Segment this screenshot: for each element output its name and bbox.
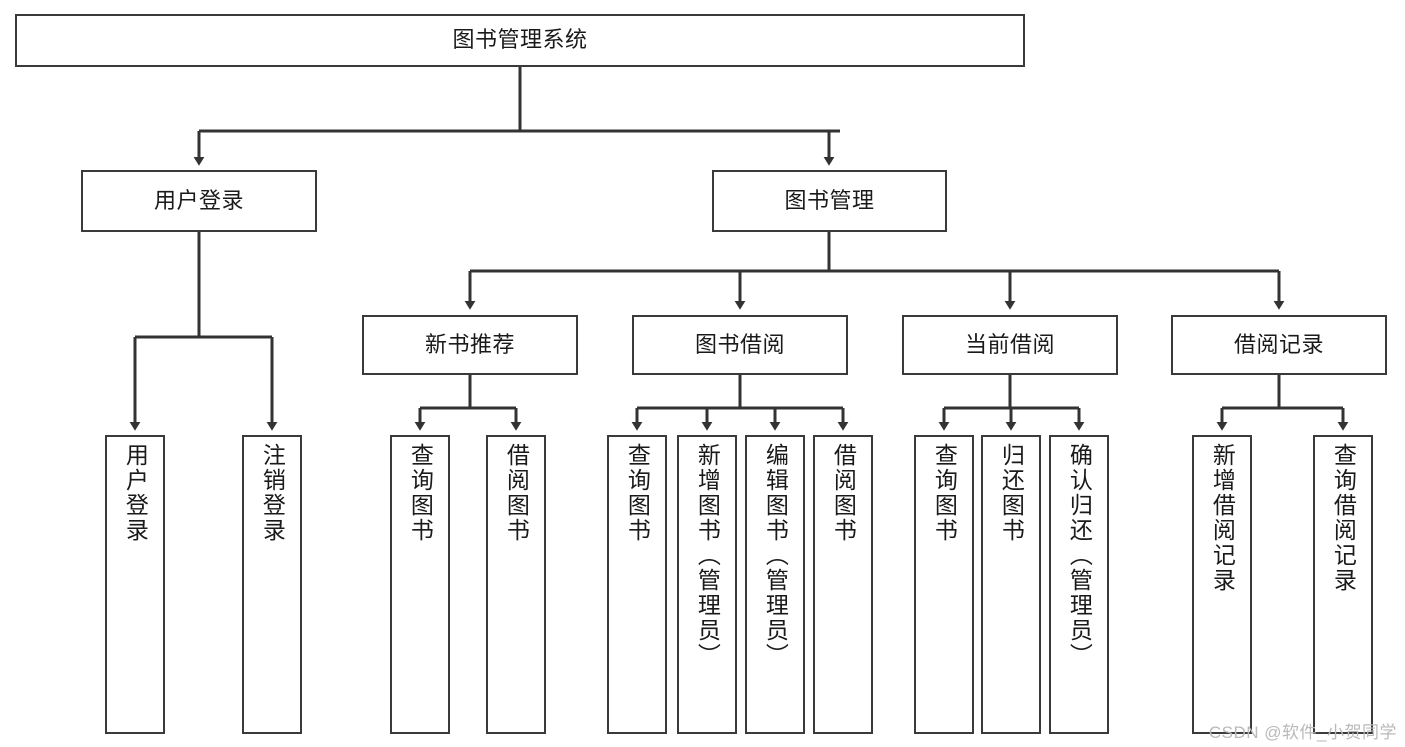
node-label: 查询图书 xyxy=(407,443,434,543)
node-label: 新增借阅记录 xyxy=(1209,443,1236,593)
node-label: 新书推荐 xyxy=(424,331,515,357)
node-label: 注销登录 xyxy=(259,443,286,543)
node-label: 新增图书（管理员） xyxy=(694,443,721,668)
node-leaf-new-book-query[interactable]: 查询图书 xyxy=(390,435,450,734)
node-label: 查询图书 xyxy=(624,443,651,543)
node-leaf-records-query[interactable]: 查询借阅记录 xyxy=(1313,435,1373,734)
node-root-book-management-system[interactable]: 图书管理系统 xyxy=(15,14,1025,67)
node-label: 图书管理系统 xyxy=(452,27,588,53)
node-label: 图书管理 xyxy=(784,187,875,213)
node-label: 归还图书 xyxy=(998,443,1025,543)
node-leaf-book-borrow-borrow[interactable]: 借阅图书 xyxy=(813,435,873,734)
node-leaf-records-add[interactable]: 新增借阅记录 xyxy=(1192,435,1252,734)
node-label: 确认归还（管理员） xyxy=(1066,443,1093,668)
node-leaf-new-book-borrow[interactable]: 借阅图书 xyxy=(486,435,546,734)
node-label: 借阅记录 xyxy=(1233,331,1324,357)
node-leaf-current-borrow-query[interactable]: 查询图书 xyxy=(914,435,974,734)
node-leaf-book-borrow-add[interactable]: 新增图书（管理员） xyxy=(677,435,737,734)
watermark-csdn: CSDN @软件_小贺同学 xyxy=(1208,723,1397,742)
node-label: 图书借阅 xyxy=(694,331,785,357)
node-leaf-user-login-login[interactable]: 用户登录 xyxy=(105,435,165,734)
node-user-login[interactable]: 用户登录 xyxy=(81,170,317,232)
node-label: 借阅图书 xyxy=(830,443,857,543)
node-leaf-book-borrow-query[interactable]: 查询图书 xyxy=(607,435,667,734)
node-leaf-current-borrow-return[interactable]: 归还图书 xyxy=(981,435,1041,734)
node-leaf-book-borrow-edit[interactable]: 编辑图书（管理员） xyxy=(745,435,805,734)
node-label: 查询借阅记录 xyxy=(1330,443,1357,593)
node-current-borrow[interactable]: 当前借阅 xyxy=(902,315,1118,375)
node-leaf-user-login-logout[interactable]: 注销登录 xyxy=(242,435,302,734)
node-label: 查询图书 xyxy=(931,443,958,543)
node-label: 当前借阅 xyxy=(964,331,1055,357)
node-label: 编辑图书（管理员） xyxy=(762,443,789,668)
node-label: 用户登录 xyxy=(153,187,244,213)
node-book-management[interactable]: 图书管理 xyxy=(712,170,947,232)
node-book-borrow[interactable]: 图书借阅 xyxy=(632,315,848,375)
node-new-book-recommend[interactable]: 新书推荐 xyxy=(362,315,578,375)
node-label: 用户登录 xyxy=(122,443,149,543)
node-label: 借阅图书 xyxy=(503,443,530,543)
node-leaf-current-borrow-confirm-return[interactable]: 确认归还（管理员） xyxy=(1049,435,1109,734)
node-borrow-records[interactable]: 借阅记录 xyxy=(1171,315,1387,375)
